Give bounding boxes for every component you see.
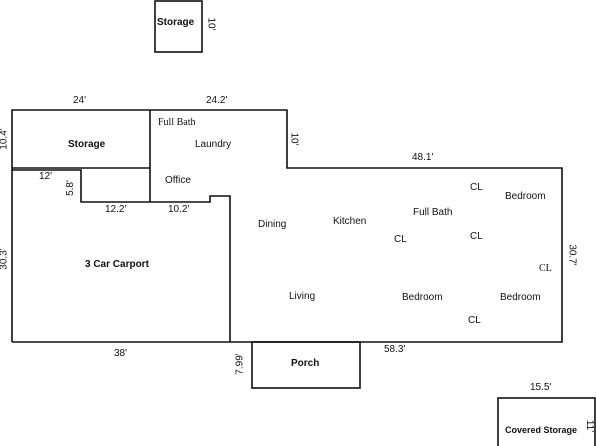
covered-storage-label: Covered Storage bbox=[505, 425, 578, 435]
storage-top-side-dim: 10' bbox=[205, 17, 217, 31]
bedroom-mid-label: Bedroom bbox=[402, 292, 443, 303]
top-left-dim: 24' bbox=[73, 95, 87, 106]
house-outline bbox=[11, 109, 563, 343]
covered-storage-side-dim: 11' bbox=[584, 419, 596, 433]
office-bottom-dim: 10.2' bbox=[168, 204, 190, 215]
cl-4-label: CL bbox=[539, 263, 552, 274]
right-top-dim: 48.1' bbox=[412, 152, 434, 163]
full-bath-right-label: Full Bath bbox=[413, 207, 453, 218]
cl-1-label: CL bbox=[470, 182, 483, 193]
storage-top-label: Storage bbox=[157, 17, 195, 28]
cl-3-label: CL bbox=[470, 231, 483, 242]
laundry-label: Laundry bbox=[195, 139, 232, 150]
living-label: Living bbox=[289, 291, 316, 302]
left-storage-side-dim: 10.4' bbox=[0, 128, 10, 150]
carport-label: 3 Car Carport bbox=[85, 259, 149, 270]
covered-storage-outline bbox=[497, 397, 596, 446]
porch-side-dim: 7.99' bbox=[234, 353, 246, 375]
full-bath-upper-label: Full Bath bbox=[158, 117, 196, 128]
office-label: Office bbox=[165, 175, 191, 186]
mid-side-dim: 10' bbox=[288, 132, 300, 146]
step-12-dim: 12' bbox=[39, 171, 53, 182]
top-mid-dim: 24.2' bbox=[206, 95, 228, 106]
bottom-left-dim: 38' bbox=[114, 348, 128, 359]
covered-storage-top-dim: 15.5' bbox=[530, 382, 552, 393]
step-5-8-dim: 5.8' bbox=[64, 180, 76, 196]
porch-label: Porch bbox=[291, 358, 320, 369]
bedroom-right-label: Bedroom bbox=[500, 292, 541, 303]
storage-top-outline bbox=[154, 0, 203, 53]
cl-2-label: CL bbox=[394, 234, 407, 245]
bedroom-top-label: Bedroom bbox=[505, 191, 546, 202]
carport-notch-dim: 12.2' bbox=[105, 204, 127, 215]
storage-left-label: Storage bbox=[68, 139, 106, 150]
left-carport-dim: 30.3' bbox=[0, 248, 10, 270]
dining-label: Dining bbox=[258, 219, 287, 230]
right-side-dim: 30.7' bbox=[566, 244, 578, 266]
cl-5-label: CL bbox=[468, 315, 481, 326]
porch-outline bbox=[251, 341, 361, 389]
kitchen-label: Kitchen bbox=[333, 216, 367, 227]
carport-wall bbox=[12, 169, 231, 342]
bottom-right-dim: 58.3' bbox=[384, 344, 406, 355]
